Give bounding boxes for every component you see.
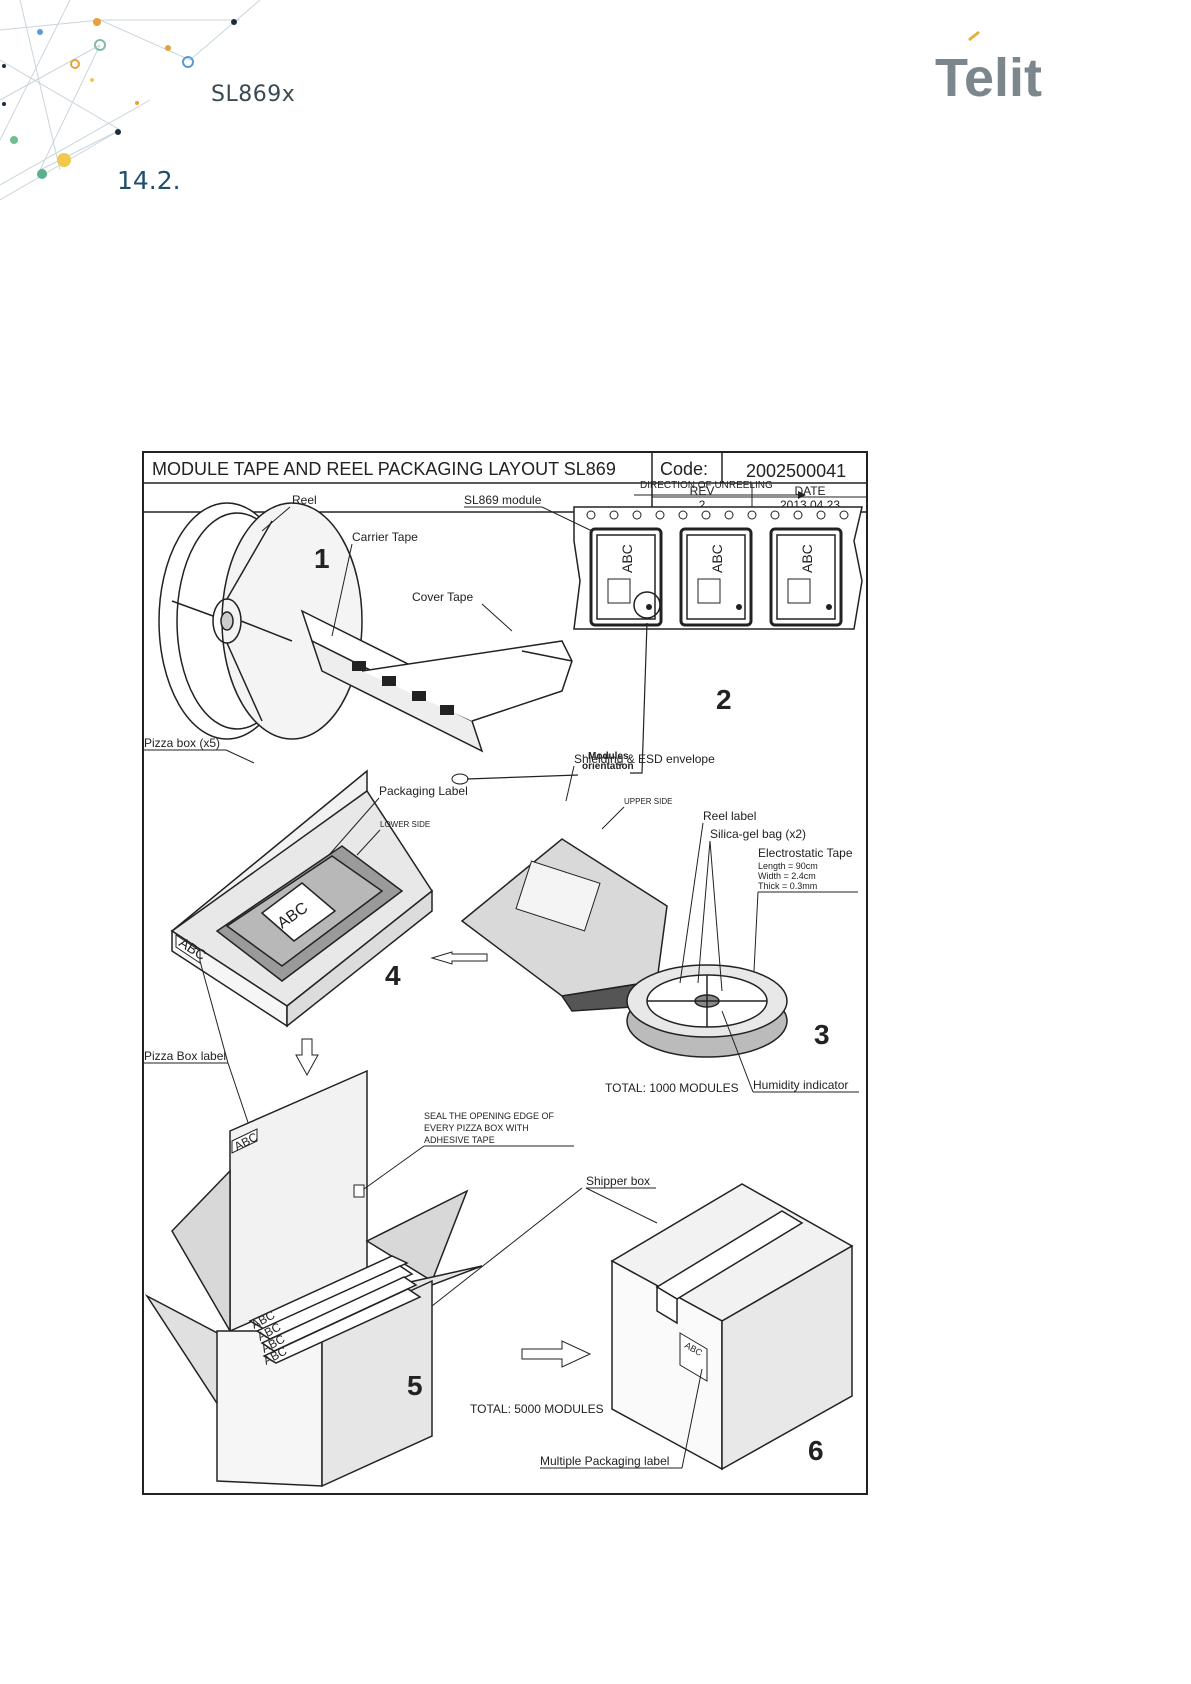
module-label-2: ABC xyxy=(709,544,725,573)
seal-note-line-3: ADHESIVE TAPE xyxy=(424,1135,495,1145)
drawing-title: MODULE TAPE AND REEL PACKAGING LAYOUT SL… xyxy=(152,459,616,479)
small-reel-illustration xyxy=(626,964,788,1058)
pizza-box-count-label: Pizza box (x5) xyxy=(144,736,220,750)
rev-value: 2 xyxy=(699,498,706,512)
module-label-3: ABC xyxy=(799,544,815,573)
module-label-1: ABC xyxy=(619,544,635,573)
cover-tape-label: Cover Tape xyxy=(412,590,473,604)
tape-width: Width = 2.4cm xyxy=(758,871,816,881)
seal-note-line-1: SEAL THE OPENING EDGE OF xyxy=(424,1111,555,1121)
silica-gel-label: Silica-gel bag (x2) xyxy=(710,827,806,841)
step-3-number: 3 xyxy=(814,1019,830,1050)
reel-total-label: TOTAL: 1000 MODULES xyxy=(605,1081,739,1095)
product-name: SL869x xyxy=(211,82,296,107)
code-label: Code: xyxy=(660,459,708,479)
sl869-module-label: SL869 module xyxy=(464,493,542,507)
code-value: 2002500041 xyxy=(746,461,846,481)
step-5-number: 5 xyxy=(407,1370,423,1401)
humidity-indicator-label: Humidity indicator xyxy=(753,1078,848,1092)
shipper-box-label: Shipper box xyxy=(586,1174,650,1188)
upper-side-label: UPPER SIDE xyxy=(624,797,672,806)
box-total-label: TOTAL: 5000 MODULES xyxy=(470,1402,604,1416)
shielding-envelope-label: Shielding & ESD envelope xyxy=(574,752,715,766)
electrostatic-tape-label: Electrostatic Tape xyxy=(758,846,853,860)
decorative-network-graphic xyxy=(0,0,261,201)
direction-label: DIRECTION OF UNREELING xyxy=(640,480,773,491)
packaging-label-callout: Packaging Label xyxy=(379,784,468,798)
shipper-box-illustration xyxy=(610,1183,854,1471)
orientation-label-2: orientation xyxy=(582,761,634,772)
pizza-box-label-callout: Pizza Box label xyxy=(144,1049,226,1063)
section-number: 14.2. xyxy=(117,166,181,195)
seal-note-line-2: EVERY PIZZA BOX WITH xyxy=(424,1123,529,1133)
reel-illustration xyxy=(158,502,573,753)
multiple-packaging-label: Multiple Packaging label xyxy=(540,1454,669,1468)
module-pocket xyxy=(589,527,843,627)
step-6-number: 6 xyxy=(808,1435,824,1466)
step-4-number: 4 xyxy=(385,960,401,991)
telit-logo: Telit xyxy=(935,30,1042,105)
pizza-box-illustration xyxy=(170,769,434,1028)
step-2-number: 2 xyxy=(716,684,732,715)
lower-side-label: LOWER SIDE xyxy=(380,820,430,829)
packaging-layout-drawing: MODULE TAPE AND REEL PACKAGING LAYOUT SL… xyxy=(142,451,868,1495)
tape-length: Length = 90cm xyxy=(758,861,818,871)
carrier-tape-label: Carrier Tape xyxy=(352,530,418,544)
reel-label-callout: Reel label xyxy=(703,809,756,823)
svg-text:Telit: Telit xyxy=(935,48,1042,105)
tape-thick: Thick = 0.3mm xyxy=(758,881,817,891)
open-box-illustration xyxy=(144,1069,483,1488)
reel-label: Reel xyxy=(292,493,317,507)
step-1-number: 1 xyxy=(314,543,330,574)
orientation-label-1: Modules xyxy=(588,751,629,762)
